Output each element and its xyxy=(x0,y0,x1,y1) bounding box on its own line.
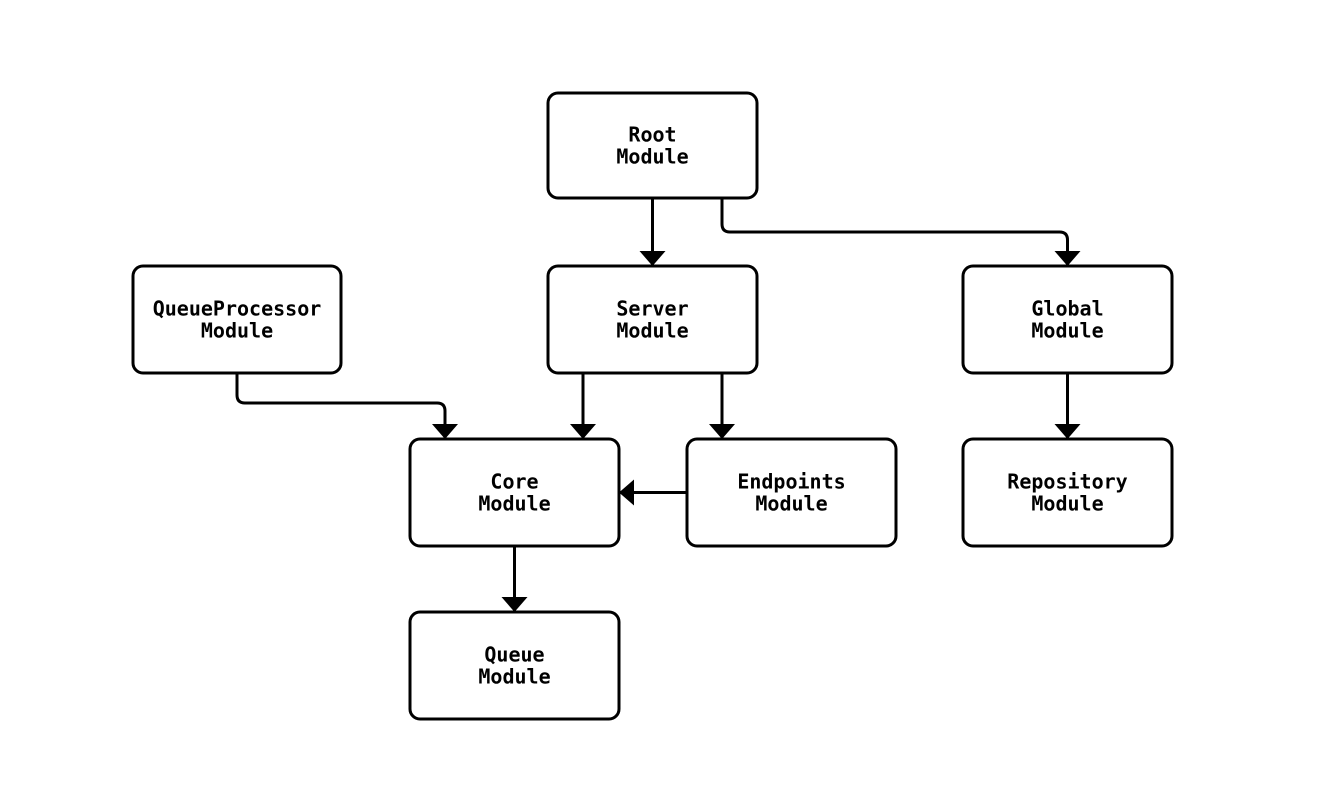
node-core-box xyxy=(408,437,621,548)
node-queue-box xyxy=(408,610,621,721)
node-queueprocessor-box xyxy=(131,264,343,375)
node-repository-box xyxy=(961,437,1174,548)
node-global-box xyxy=(961,264,1174,375)
node-root-box xyxy=(546,91,759,200)
node-endpoints-box xyxy=(685,437,898,548)
edges-layer xyxy=(235,198,1081,612)
node-server-box xyxy=(546,264,759,375)
edge-queueprocessor-to-core xyxy=(235,373,458,439)
edge-root-to-global xyxy=(720,198,1081,266)
